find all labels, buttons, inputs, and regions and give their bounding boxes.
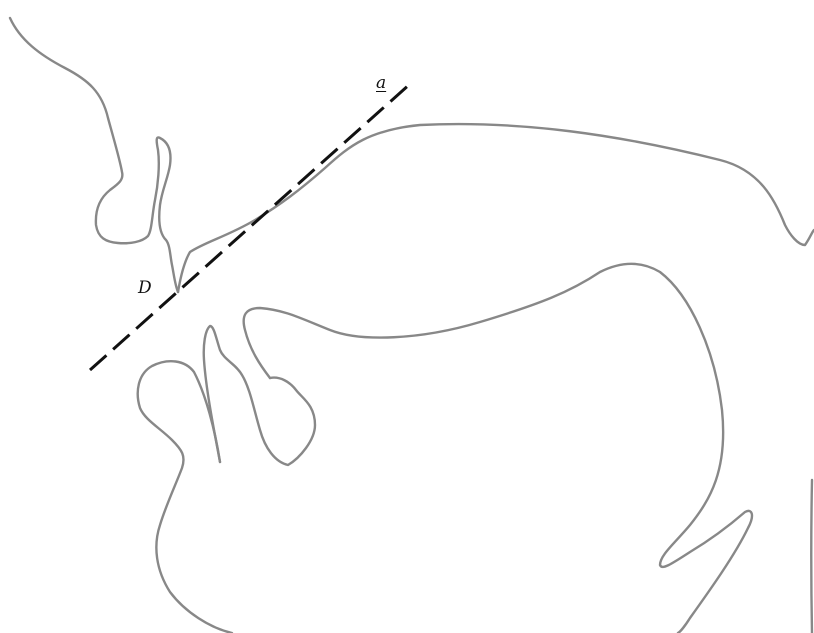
palate-outline bbox=[178, 124, 814, 292]
nose-profile-outline bbox=[10, 18, 178, 292]
upper-incisor-outline bbox=[204, 326, 315, 465]
right-edge-line bbox=[811, 480, 812, 633]
lower-lip-chin-outline bbox=[138, 361, 232, 633]
tongue-outline bbox=[244, 264, 752, 633]
line-label: a bbox=[376, 75, 386, 92]
reference-line-a bbox=[90, 84, 410, 370]
point-label: D bbox=[138, 280, 152, 297]
